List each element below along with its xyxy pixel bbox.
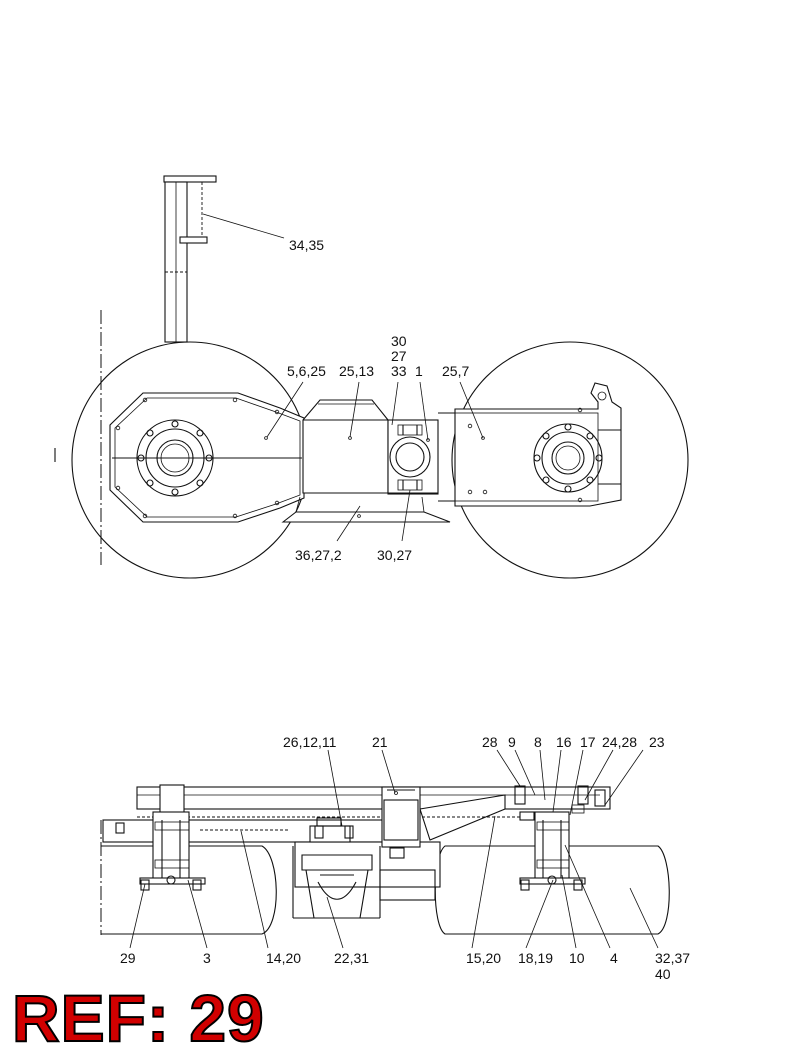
- skid-bracket-left: [295, 496, 301, 513]
- part-label-17: 17: [580, 734, 596, 750]
- part-label-16: 16: [556, 734, 572, 750]
- part-label-15-20: 15,20: [466, 950, 501, 966]
- part-label-33: 33: [391, 363, 407, 379]
- reference-number: REF: 29: [11, 981, 265, 1055]
- skid-bracket-right: [421, 496, 425, 513]
- right-bracket-assembly: [514, 785, 606, 891]
- left-hub-housing: [109, 392, 305, 523]
- part-label-28: 28: [482, 734, 498, 750]
- part-label-27: 27: [391, 348, 407, 364]
- part-label-26-12-11: 26,12,11: [283, 734, 337, 750]
- jack-stand: [163, 175, 217, 343]
- part-label-22-31: 22,31: [334, 950, 369, 966]
- part-label-30: 30: [391, 333, 407, 349]
- part-label-23: 23: [649, 734, 665, 750]
- part-label-3: 3: [203, 950, 211, 966]
- side-view-assembly: 26,12,11 21 28 9 8 16 17 24,28 23 29 3 1…: [100, 734, 690, 982]
- part-label-9: 9: [508, 734, 516, 750]
- top-leader-lines: [202, 213, 484, 542]
- part-label-10: 10: [569, 950, 585, 966]
- part-label-34-35: 34,35: [289, 237, 324, 253]
- part-label-36-27-2: 36,27,2: [295, 547, 342, 563]
- part-label-25-7: 25,7: [442, 363, 469, 379]
- center-gearbox: [381, 786, 421, 859]
- part-label-5-6-25: 5,6,25: [287, 363, 326, 379]
- part-label-32-37: 32,37: [655, 950, 690, 966]
- top-view-assembly: 34,35 30 27 33 1 5,6,25 25,13 25,7 36,27…: [54, 175, 689, 579]
- part-label-18-19: 18,19: [518, 950, 553, 966]
- part-label-14-20: 14,20: [266, 950, 301, 966]
- part-label-21: 21: [372, 734, 388, 750]
- right-hub-housing: [454, 382, 622, 507]
- part-label-30-27: 30,27: [377, 547, 412, 563]
- left-bracket-assembly: [115, 784, 206, 891]
- center-frame: [302, 399, 455, 502]
- part-label-1: 1: [415, 363, 423, 379]
- skid-plate: [281, 511, 451, 523]
- part-label-4: 4: [610, 950, 618, 966]
- part-label-8: 8: [534, 734, 542, 750]
- part-label-24-28: 24,28: [602, 734, 637, 750]
- part-label-40: 40: [655, 966, 671, 982]
- part-label-29: 29: [120, 950, 136, 966]
- part-label-25-13: 25,13: [339, 363, 374, 379]
- side-leader-lines: [129, 749, 659, 949]
- right-wheel: [451, 341, 689, 579]
